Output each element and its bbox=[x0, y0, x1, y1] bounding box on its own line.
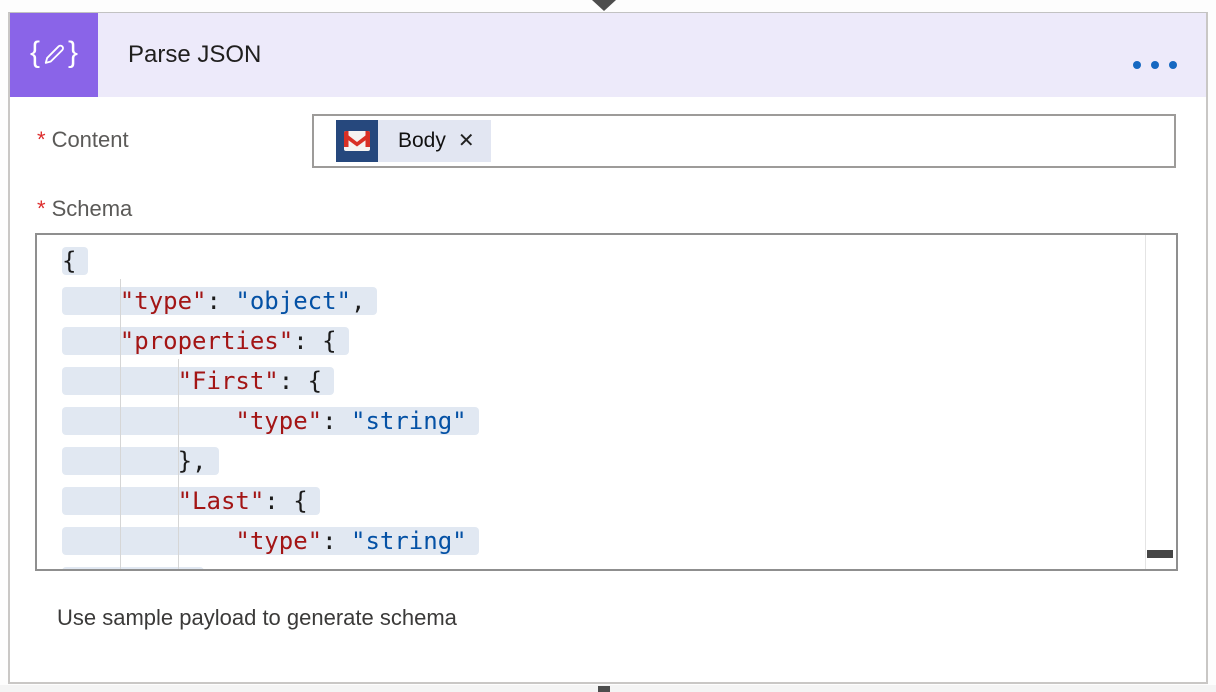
content-label-text: Content bbox=[51, 127, 129, 152]
scroll-indicator[interactable] bbox=[1147, 550, 1173, 558]
code-line: "type": "object", bbox=[37, 281, 1176, 321]
code-line: { bbox=[37, 241, 1176, 281]
content-field-label: *Content bbox=[37, 127, 129, 153]
brace-right: } bbox=[68, 36, 79, 69]
code-line: }, bbox=[37, 441, 1176, 481]
code-line: "Last": { bbox=[37, 481, 1176, 521]
indent-guide bbox=[178, 359, 179, 569]
code-line: "properties": { bbox=[37, 321, 1176, 361]
action-header[interactable]: { } Parse JSON bbox=[10, 13, 1206, 97]
schema-field-label: *Schema bbox=[37, 196, 132, 222]
action-menu-button[interactable] bbox=[1122, 49, 1188, 81]
use-sample-payload-link[interactable]: Use sample payload to generate schema bbox=[57, 605, 457, 630]
pencil-icon bbox=[44, 44, 64, 64]
ellipsis-icon bbox=[1169, 61, 1177, 69]
token-label: Body bbox=[398, 129, 446, 152]
ellipsis-icon bbox=[1133, 61, 1141, 69]
indent-guide bbox=[120, 279, 121, 569]
code-line: } bbox=[37, 561, 1176, 569]
schema-label-text: Schema bbox=[51, 196, 133, 221]
brace-left: { bbox=[29, 36, 40, 69]
gmail-icon bbox=[336, 120, 378, 162]
action-title: Parse JSON bbox=[128, 41, 262, 68]
required-marker: * bbox=[37, 127, 46, 152]
content-input[interactable]: Body ✕ bbox=[312, 114, 1176, 168]
schema-editor[interactable]: { "type": "object", "properties": { "Fir… bbox=[35, 233, 1178, 571]
parse-json-action-card: { } Parse JSON *Content bbox=[8, 12, 1208, 684]
code-line: "type": "string" bbox=[37, 401, 1176, 441]
code-line: "type": "string" bbox=[37, 521, 1176, 561]
ellipsis-icon bbox=[1151, 61, 1159, 69]
required-marker: * bbox=[37, 196, 46, 221]
code-line: "First": { bbox=[37, 361, 1176, 401]
body-token-chip[interactable]: Body ✕ bbox=[336, 120, 491, 162]
parse-json-icon: { } bbox=[10, 13, 98, 97]
editor-gutter-divider bbox=[1145, 235, 1146, 569]
schema-code: { "type": "object", "properties": { "Fir… bbox=[37, 241, 1176, 569]
connector-stub bbox=[598, 686, 610, 692]
remove-token-icon[interactable]: ✕ bbox=[457, 130, 475, 152]
connector-arrow-icon bbox=[592, 0, 616, 11]
